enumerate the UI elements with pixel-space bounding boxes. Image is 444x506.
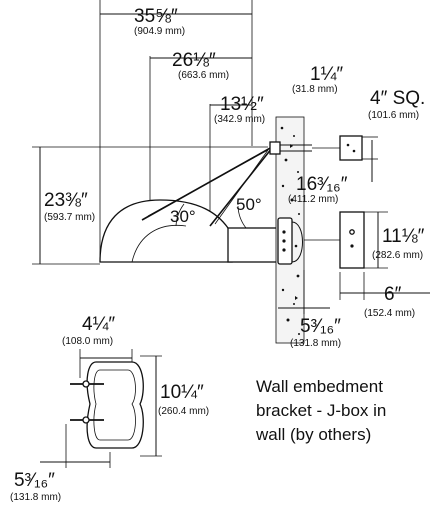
overall-width-label: 35⅝″ <box>134 6 178 27</box>
embed-depth-label: 5³⁄₁₆″ <box>300 316 341 337</box>
bracket-height-label: 11⅛″ <box>382 226 425 247</box>
overall-height-mm: (593.7 mm) <box>44 212 95 223</box>
jbox-square-mm: (101.6 mm) <box>368 110 419 121</box>
bracket-detail-view <box>40 349 162 468</box>
arm-width-mm: (663.6 mm) <box>178 70 229 81</box>
brace-height-label: 16³⁄₁₆″ <box>296 174 348 195</box>
plate-width-label: 6″ <box>384 284 402 305</box>
caption-line-2: bracket - J-box in <box>256 401 386 420</box>
detail-depth-mm: (131.8 mm) <box>10 492 61 503</box>
bracket-height-mm: (282.6 mm) <box>372 250 423 261</box>
arm-width-label: 26⅛″ <box>172 50 216 71</box>
overall-width-mm: (904.9 mm) <box>134 26 185 37</box>
jbox-square-label: 4″ SQ. <box>370 88 425 109</box>
detail-height-mm: (260.4 mm) <box>158 406 209 417</box>
caption-line-1: Wall embedment <box>256 377 383 396</box>
fixture-arm <box>227 227 279 263</box>
plate-thickness-mm: (31.8 mm) <box>292 84 338 95</box>
fixture-head <box>99 199 233 263</box>
jbox-large <box>339 211 365 269</box>
brace-width-mm: (342.9 mm) <box>214 114 265 125</box>
angle-lower: 30° <box>170 207 196 226</box>
brace-height-mm: (411.2 mm) <box>288 194 338 205</box>
angle-upper: 50° <box>236 195 262 214</box>
brace-rod-upper <box>209 147 273 227</box>
detail-width-mm: (108.0 mm) <box>62 336 113 347</box>
detail-width-label: 4¼″ <box>82 314 115 335</box>
caption-line-3: wall (by others) <box>255 425 371 444</box>
detail-height-label: 10¼″ <box>160 382 204 403</box>
plate-thickness-label: 1¼″ <box>310 64 343 85</box>
jbox-small <box>339 135 363 161</box>
overall-height-label: 23⅜″ <box>44 190 88 211</box>
detail-depth-label: 5³⁄₁₆″ <box>14 470 55 491</box>
embed-depth-mm: (131.8 mm) <box>290 338 341 349</box>
brace-width-label: 13½″ <box>220 94 264 115</box>
fixture-elevation <box>32 0 430 344</box>
plate-width-mm: (152.4 mm) <box>364 308 415 319</box>
